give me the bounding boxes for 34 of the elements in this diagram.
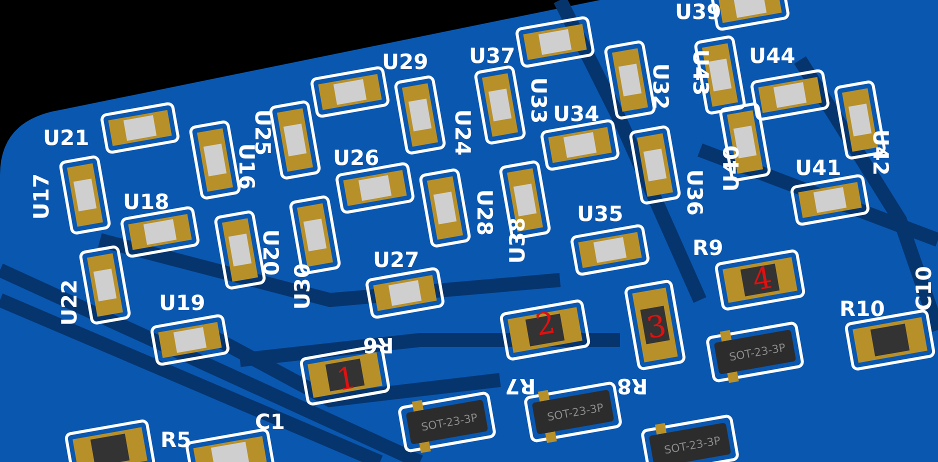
component-designator: U27 bbox=[373, 250, 420, 270]
component-designator: U41 bbox=[795, 158, 842, 178]
component-designator: U34 bbox=[553, 104, 600, 124]
component-designator: U22 bbox=[60, 278, 81, 326]
component-designator: R5 bbox=[160, 430, 192, 450]
handwritten-number: 2 bbox=[533, 308, 558, 342]
component-designator: U29 bbox=[382, 52, 428, 72]
handwritten-number: 1 bbox=[334, 364, 358, 396]
component-designator: U32 bbox=[650, 62, 671, 110]
component-designator: U26 bbox=[333, 148, 380, 168]
component-designator: U28 bbox=[474, 188, 495, 236]
handwritten-number: 3 bbox=[644, 312, 668, 344]
component-designator: U36 bbox=[684, 168, 705, 216]
component-designator: U19 bbox=[159, 292, 206, 314]
package-marking: SOT-23-3P bbox=[728, 342, 786, 362]
component-designator: C1 bbox=[255, 412, 286, 432]
handwritten-number: 4 bbox=[750, 264, 774, 296]
component-designator: U18 bbox=[123, 192, 170, 212]
component-designator: R10 bbox=[840, 298, 885, 320]
component-designator: U20 bbox=[260, 228, 281, 276]
component-designator: R7 bbox=[504, 374, 536, 396]
component-designator: U44 bbox=[749, 46, 796, 66]
component-designator: U35 bbox=[577, 204, 624, 224]
package-marking: SOT-23-3P bbox=[662, 434, 721, 456]
component-designator: U37 bbox=[469, 46, 516, 66]
component-designator: U17 bbox=[32, 172, 53, 220]
component-designator: U33 bbox=[528, 76, 549, 124]
component-designator: C10 bbox=[913, 266, 934, 310]
component-designator: R8 bbox=[616, 374, 648, 396]
package-marking: SOT-23-3P bbox=[420, 412, 478, 432]
package-marking: SOT-23-3P bbox=[546, 402, 604, 422]
component-designator: U21 bbox=[43, 128, 90, 148]
component-designator: R9 bbox=[692, 238, 724, 258]
component-designator: U24 bbox=[452, 108, 473, 156]
